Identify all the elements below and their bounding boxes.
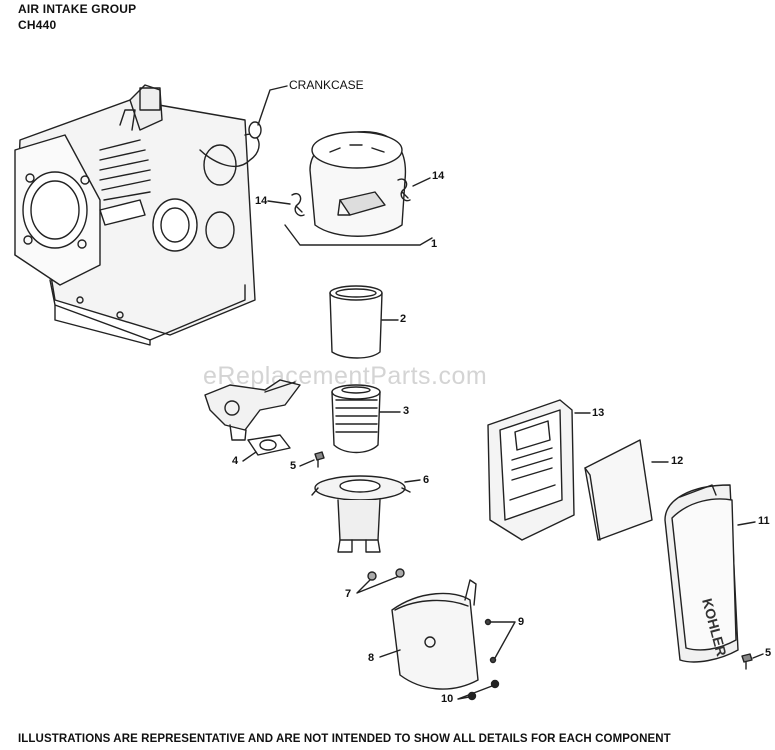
part6-leader <box>404 479 421 483</box>
screw-right <box>741 653 753 670</box>
part7-leader <box>356 576 398 594</box>
callout-11: 11 <box>758 515 770 527</box>
part14-right-leader <box>412 177 431 187</box>
crankcase-part <box>14 84 262 346</box>
outer-cover <box>664 484 739 663</box>
air-cleaner-housing <box>487 399 575 541</box>
callout-13: 13 <box>592 407 605 419</box>
air-cleaner-cover <box>309 131 407 237</box>
diagram-title: AIR INTAKE GROUP <box>18 2 137 16</box>
callout-9: 9 <box>518 616 525 628</box>
nuts <box>367 568 405 581</box>
part5-left-leader <box>299 459 315 467</box>
air-cleaner-base <box>311 475 411 553</box>
callout-12: 12 <box>671 455 684 467</box>
callout-14-left: 14 <box>255 195 268 207</box>
crankcase-label: CRANKCASE <box>289 78 364 92</box>
heat-shield <box>391 579 479 690</box>
callout-1: 1 <box>431 238 438 250</box>
clip-right <box>397 178 411 202</box>
part5-right-leader <box>752 653 764 659</box>
callout-14-right: 14 <box>432 170 445 182</box>
precleaner-sleeve <box>329 285 383 359</box>
callout-7: 7 <box>345 588 352 600</box>
screw-left <box>314 451 325 468</box>
callout-8: 8 <box>368 652 375 664</box>
air-filter-element <box>331 384 381 454</box>
callout-3: 3 <box>403 405 410 417</box>
clip-left <box>291 193 305 217</box>
part8-leader <box>379 649 401 658</box>
callout-5-left: 5 <box>290 460 297 472</box>
model-number: CH440 <box>18 18 57 32</box>
callout-2: 2 <box>400 313 407 325</box>
callout-6: 6 <box>423 474 430 486</box>
part11-leader <box>737 521 756 526</box>
part4-leader <box>242 451 257 462</box>
callout-5-right: 5 <box>765 647 772 659</box>
screws-10 <box>467 679 500 701</box>
disclaimer-footer: ILLUSTRATIONS ARE REPRESENTATIVE AND ARE… <box>18 733 671 745</box>
part9-leader <box>489 621 516 659</box>
part14-left-leader <box>267 200 291 205</box>
screws-9 <box>484 618 497 664</box>
part1-bracket-line <box>284 224 433 246</box>
carburetor <box>204 379 301 441</box>
gasket <box>247 434 291 456</box>
crankcase-leader <box>257 85 288 126</box>
part10-leader <box>457 685 493 700</box>
callout-10: 10 <box>441 693 454 705</box>
filter-pad <box>584 439 653 541</box>
callout-4: 4 <box>232 455 239 467</box>
